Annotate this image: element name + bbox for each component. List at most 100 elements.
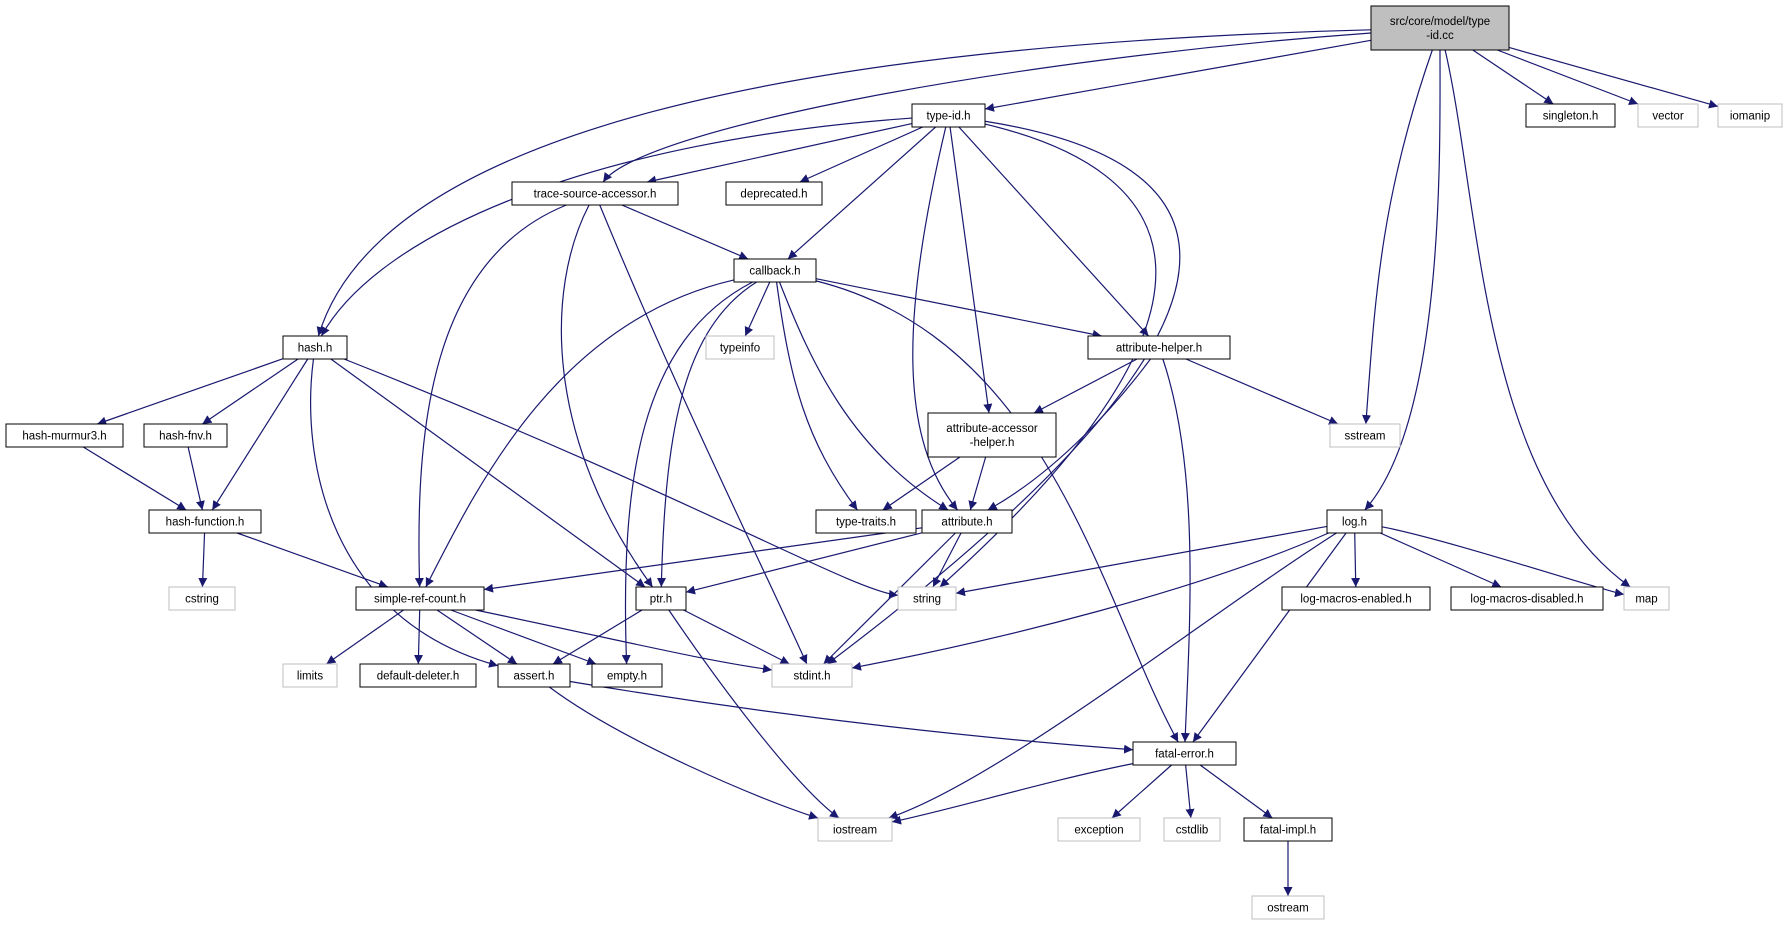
node-typeinfo: typeinfo bbox=[705, 335, 775, 360]
node-default-deleter-h[interactable]: default-deleter.h bbox=[359, 663, 477, 688]
edge-type-id-cc-to-log-h bbox=[1364, 49, 1441, 511]
edge-callback-h-to-typeinfo bbox=[744, 281, 771, 337]
node-empty-h[interactable]: empty.h bbox=[591, 663, 663, 688]
node-label-singleton-h: singleton.h bbox=[1543, 111, 1599, 123]
node-box-log-macros-disabled-h bbox=[1450, 586, 1604, 611]
edge-attribute-helper-h-to-sstream bbox=[1185, 358, 1339, 425]
edge-fatal-error-h-to-exception bbox=[1111, 764, 1172, 819]
node-type-id-cc[interactable]: src/core/model/type-id.cc bbox=[1370, 5, 1510, 51]
edge-type-id-cc-to-map bbox=[1444, 49, 1631, 588]
node-attribute-accessor-helper-h[interactable]: attribute-accessor -helper.h bbox=[927, 412, 1057, 458]
node-ostream: ostream bbox=[1251, 895, 1325, 920]
node-label-type-traits-h: type-traits.h bbox=[836, 517, 896, 529]
node-box-type-id-h bbox=[911, 103, 986, 128]
node-box-cstdlib bbox=[1163, 817, 1221, 842]
edge-simple-ref-count-h-to-limits bbox=[326, 609, 404, 665]
node-trace-source-accessor-h[interactable]: trace-source-accessor.h bbox=[511, 181, 679, 206]
node-label-default-deleter-h: default-deleter.h bbox=[377, 671, 459, 683]
node-log-macros-enabled-h[interactable]: log-macros-enabled.h bbox=[1281, 586, 1431, 611]
node-box-type-traits-h bbox=[815, 509, 917, 534]
edge-type-id-h-to-deprecated-h bbox=[799, 126, 924, 183]
node-ptr-h[interactable]: ptr.h bbox=[635, 586, 687, 611]
nodes-layer: src/core/model/type-id.cc type-id.h single… bbox=[5, 5, 1783, 920]
node-assert-h[interactable]: assert.h bbox=[497, 663, 571, 688]
node-log-h[interactable]: log.h bbox=[1326, 509, 1383, 534]
edge-callback-h-to-attribute-helper-h bbox=[815, 278, 1102, 339]
edge-attribute-accessor-helper-h-to-type-traits-h bbox=[882, 456, 961, 511]
node-box-empty-h bbox=[591, 663, 663, 688]
node-box-iomanip bbox=[1717, 103, 1783, 128]
edge-type-id-h-to-callback-h bbox=[787, 126, 937, 260]
node-hash-h[interactable]: hash.h bbox=[282, 335, 348, 360]
edge-hash-h-to-ptr-h bbox=[330, 358, 646, 588]
node-cstdlib: cstdlib bbox=[1163, 817, 1221, 842]
node-singleton-h[interactable]: singleton.h bbox=[1525, 103, 1616, 128]
node-fatal-error-h[interactable]: fatal-error.h bbox=[1132, 741, 1237, 766]
edge-type-id-h-to-attribute-h bbox=[912, 126, 959, 511]
node-box-attribute-accessor-helper-h bbox=[927, 412, 1057, 458]
node-simple-ref-count-h[interactable]: simple-ref-count.h bbox=[355, 586, 485, 611]
node-log-macros-disabled-h[interactable]: log-macros-disabled.h bbox=[1450, 586, 1604, 611]
node-fatal-impl-h[interactable]: fatal-impl.h bbox=[1243, 817, 1333, 842]
node-box-log-h bbox=[1326, 509, 1383, 534]
node-label-type-id-cc: src/core/model/type bbox=[1390, 16, 1490, 28]
node-box-attribute-h bbox=[921, 509, 1013, 534]
node-hash-fnv-h[interactable]: hash-fnv.h bbox=[143, 423, 228, 448]
node-box-callback-h bbox=[733, 258, 817, 283]
edge-hash-h-to-assert-h bbox=[310, 358, 499, 668]
edge-trace-source-accessor-h-to-simple-ref-count-h bbox=[414, 204, 567, 588]
node-hash-function-h[interactable]: hash-function.h bbox=[148, 509, 262, 534]
node-type-traits-h[interactable]: type-traits.h bbox=[815, 509, 917, 534]
node-label-callback-h: callback.h bbox=[749, 266, 800, 278]
node-label-fatal-impl-h: fatal-impl.h bbox=[1260, 825, 1316, 837]
edge-ptr-h-to-iostream bbox=[668, 609, 840, 819]
node-hash-murmur3-h[interactable]: hash-murmur3.h bbox=[5, 423, 124, 448]
node-attribute-h[interactable]: attribute.h bbox=[921, 509, 1013, 534]
edge-type-id-h-to-attribute-accessor-helper-h bbox=[949, 126, 993, 414]
node-box-exception bbox=[1057, 817, 1141, 842]
node-label-attribute-accessor-helper-h: attribute-accessor bbox=[946, 423, 1038, 435]
node-label-trace-source-accessor-h: trace-source-accessor.h bbox=[534, 189, 657, 201]
edge-ptr-h-to-assert-h bbox=[552, 609, 643, 665]
node-label-cstdlib: cstdlib bbox=[1176, 825, 1209, 837]
node-label-map: map bbox=[1635, 594, 1657, 606]
node-stdint-h: stdint.h bbox=[771, 663, 853, 688]
node-box-hash-function-h bbox=[148, 509, 262, 534]
node-string: string bbox=[897, 586, 957, 611]
node-box-attribute-helper-h bbox=[1087, 335, 1231, 360]
edge-type-id-h-to-attribute-helper-h bbox=[958, 126, 1150, 337]
node-type-id-h[interactable]: type-id.h bbox=[911, 103, 986, 128]
node-label-iostream: iostream bbox=[833, 825, 877, 837]
edge-hash-h-to-hash-murmur3-h bbox=[97, 358, 284, 426]
node-cstring: cstring bbox=[168, 586, 236, 611]
edge-assert-h-to-fatal-error-h bbox=[569, 680, 1134, 754]
node-label-typeinfo: typeinfo bbox=[720, 343, 760, 355]
node-label-deprecated-h: deprecated.h bbox=[740, 189, 807, 201]
edge-type-id-cc-to-singleton-h bbox=[1472, 49, 1554, 105]
node-box-trace-source-accessor-h bbox=[511, 181, 679, 206]
node-label-simple-ref-count-h: simple-ref-count.h bbox=[374, 594, 466, 606]
node-label-attribute-accessor-helper-h: -helper.h bbox=[970, 437, 1015, 449]
node-callback-h[interactable]: callback.h bbox=[733, 258, 817, 283]
node-attribute-helper-h[interactable]: attribute-helper.h bbox=[1087, 335, 1231, 360]
node-deprecated-h[interactable]: deprecated.h bbox=[725, 181, 823, 206]
node-exception: exception bbox=[1057, 817, 1141, 842]
edge-attribute-helper-h-to-attribute-h bbox=[987, 358, 1151, 511]
node-label-vector: vector bbox=[1652, 111, 1683, 123]
node-box-cstring bbox=[168, 586, 236, 611]
edge-callback-h-to-ptr-h bbox=[657, 281, 757, 588]
node-box-hash-fnv-h bbox=[143, 423, 228, 448]
edge-trace-source-accessor-h-to-callback-h bbox=[621, 204, 749, 260]
node-box-limits bbox=[282, 663, 338, 688]
node-box-singleton-h bbox=[1525, 103, 1616, 128]
edge-log-h-to-map bbox=[1381, 526, 1625, 598]
node-label-string: string bbox=[913, 594, 941, 606]
node-box-fatal-error-h bbox=[1132, 741, 1237, 766]
node-label-hash-h: hash.h bbox=[298, 343, 333, 355]
node-limits: limits bbox=[282, 663, 338, 688]
edge-hash-function-h-to-cstring bbox=[198, 532, 208, 588]
node-label-attribute-helper-h: attribute-helper.h bbox=[1116, 343, 1202, 355]
edge-attribute-h-to-ptr-h bbox=[685, 532, 923, 595]
node-label-log-macros-enabled-h: log-macros-enabled.h bbox=[1300, 594, 1411, 606]
node-iostream: iostream bbox=[817, 817, 893, 842]
